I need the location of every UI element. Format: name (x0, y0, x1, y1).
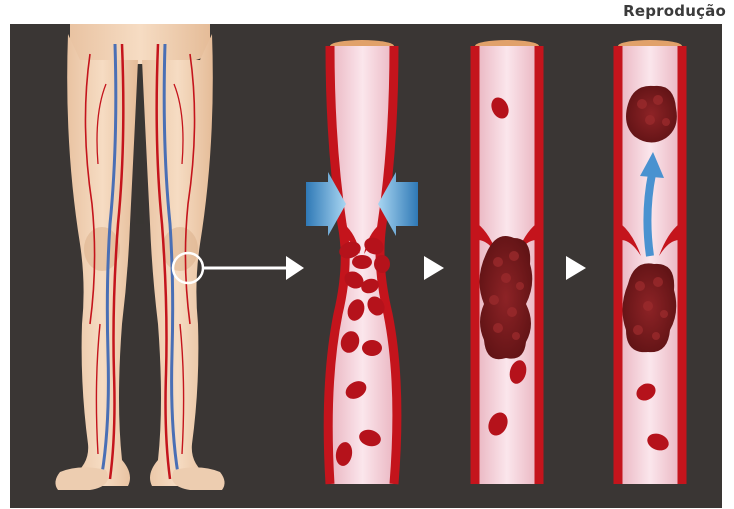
vessel-compression (306, 40, 418, 484)
image-credit: Reprodução (623, 2, 726, 20)
stage-arrow-icon (566, 256, 586, 280)
stage-arrow-icon (424, 256, 444, 280)
dvt-illustration (10, 24, 722, 508)
vessel-clot (475, 40, 539, 484)
vessel-embolus (618, 40, 682, 484)
blood-clot-icon (479, 236, 532, 359)
embolus-clot-icon (626, 86, 677, 143)
arrow-right-icon (203, 256, 304, 280)
blood-clot-icon (622, 263, 676, 352)
